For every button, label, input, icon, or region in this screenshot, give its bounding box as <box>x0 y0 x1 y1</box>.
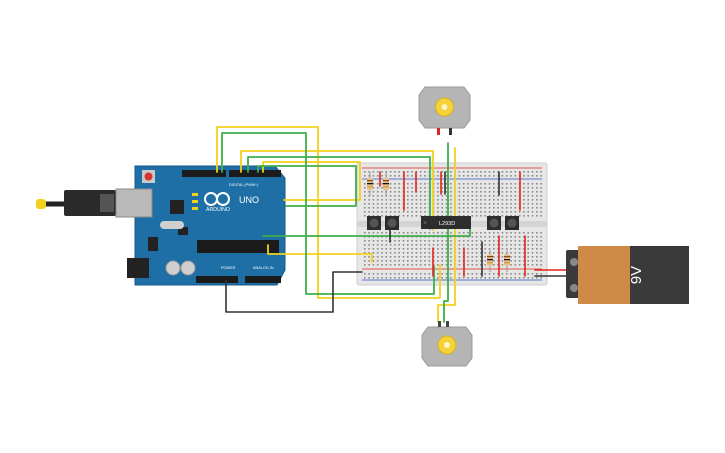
arduino-brand-text: ARDUINO <box>206 207 230 213</box>
breadboard-jumpers <box>379 171 526 277</box>
push-button-3[interactable] <box>487 216 501 230</box>
arduino-logo-icon <box>204 192 230 206</box>
digital-header-b <box>229 170 281 177</box>
wire-yellow-2[interactable] <box>240 150 434 231</box>
wire-yellow-1[interactable] <box>216 126 441 299</box>
battery-9v[interactable]: 9V <box>566 246 689 304</box>
resistors <box>367 172 510 272</box>
digital-header-a <box>182 170 226 177</box>
atmega-chip <box>197 240 279 253</box>
digital-header-label: DIGITAL (PWM~) <box>229 183 259 187</box>
arduino-uno-board[interactable]: ARDUINO UNO DIGITAL (PWM~) POWER ANALOG … <box>36 165 286 286</box>
driver-chip-label: L293D <box>439 221 455 227</box>
resistor-2[interactable] <box>383 172 389 196</box>
push-buttons <box>367 216 519 230</box>
usb-cable-plug-icon <box>36 199 46 209</box>
wires <box>216 126 579 323</box>
push-button-1[interactable] <box>367 216 381 230</box>
analog-header <box>245 276 281 283</box>
power-header <box>196 276 238 283</box>
wire-black-ground[interactable] <box>225 271 363 313</box>
wire-green-3[interactable] <box>257 165 357 207</box>
power-jack <box>127 258 149 278</box>
resistor-3[interactable] <box>487 250 493 272</box>
resistor-4[interactable] <box>504 250 510 272</box>
l293d-driver-chip[interactable]: L293D <box>421 216 471 229</box>
wire-green-2[interactable] <box>247 156 431 230</box>
dc-motor-bottom[interactable] <box>421 321 473 367</box>
usb-port <box>115 188 153 218</box>
push-button-4[interactable] <box>505 216 519 230</box>
wire-yellow-4[interactable] <box>267 244 373 263</box>
dc-motor-top[interactable] <box>418 86 471 135</box>
reset-button[interactable] <box>144 172 153 181</box>
power-header-label: POWER <box>221 266 236 270</box>
analog-header-label: ANALOG IN <box>253 266 274 270</box>
wire-green-1[interactable] <box>221 132 435 295</box>
resistor-1[interactable] <box>367 172 373 196</box>
battery-label: 9V <box>628 266 645 284</box>
arduino-model-text: UNO <box>239 195 259 205</box>
push-button-2[interactable] <box>385 216 399 230</box>
wire-green-4[interactable] <box>262 228 471 237</box>
